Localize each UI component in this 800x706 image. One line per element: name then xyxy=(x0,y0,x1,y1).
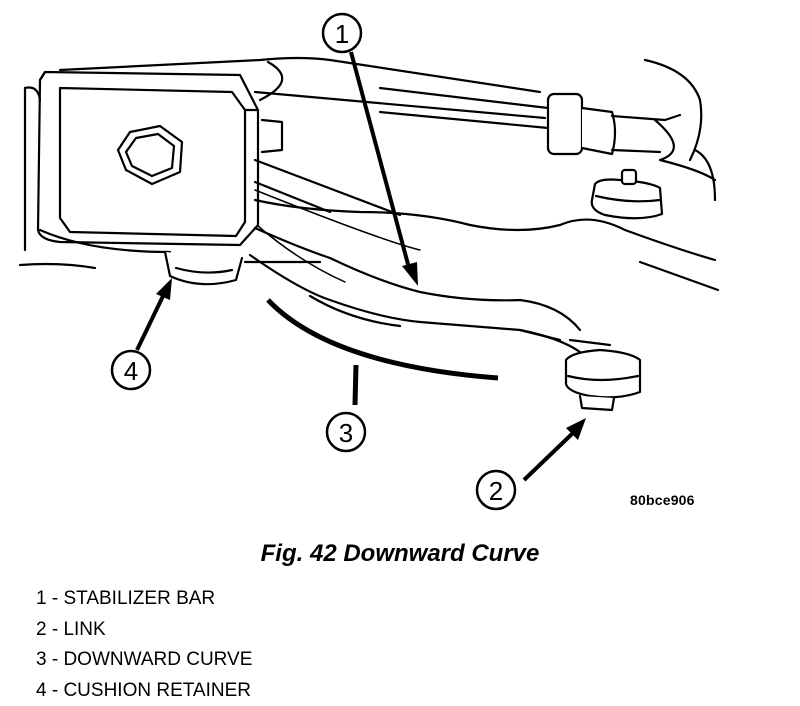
legend-item: 3 - DOWNWARD CURVE xyxy=(36,649,253,670)
figure-caption: Fig. 42 Downward Curve xyxy=(260,540,540,567)
figure-code: 80bce906 xyxy=(630,492,695,508)
upper-grommet xyxy=(590,168,664,220)
cushion-retainer xyxy=(23,70,284,286)
callout-2: 2 xyxy=(475,469,517,511)
frame-rail xyxy=(18,56,547,270)
arrowhead-4 xyxy=(156,278,172,300)
arrowhead-2 xyxy=(566,418,586,440)
svg-text:1: 1 xyxy=(335,19,349,49)
arrowhead-1 xyxy=(402,262,418,286)
legend-item: 1 - STABILIZER BAR xyxy=(36,588,216,609)
callout-4: 4 xyxy=(110,349,152,391)
legend-item: 4 - CUSHION RETAINER xyxy=(36,679,252,701)
callout-leaders xyxy=(135,51,586,482)
svg-text:4: 4 xyxy=(124,356,138,386)
legend-list: 1 - STABILIZER BAR 2 - LINK 3 - DOWNWARD… xyxy=(36,584,252,706)
legend-item: 2 - LINK xyxy=(36,618,106,640)
link-grommet xyxy=(518,328,642,412)
svg-text:3: 3 xyxy=(339,418,353,448)
stabilizer-bar xyxy=(248,158,720,342)
callout-1: 1 xyxy=(321,12,363,54)
downward-curve-arc xyxy=(266,298,499,381)
suspension-illustration: 1 2 3 4 xyxy=(18,12,720,511)
upper-rod xyxy=(378,58,717,202)
svg-text:2: 2 xyxy=(489,476,503,506)
callout-3: 3 xyxy=(325,411,367,453)
